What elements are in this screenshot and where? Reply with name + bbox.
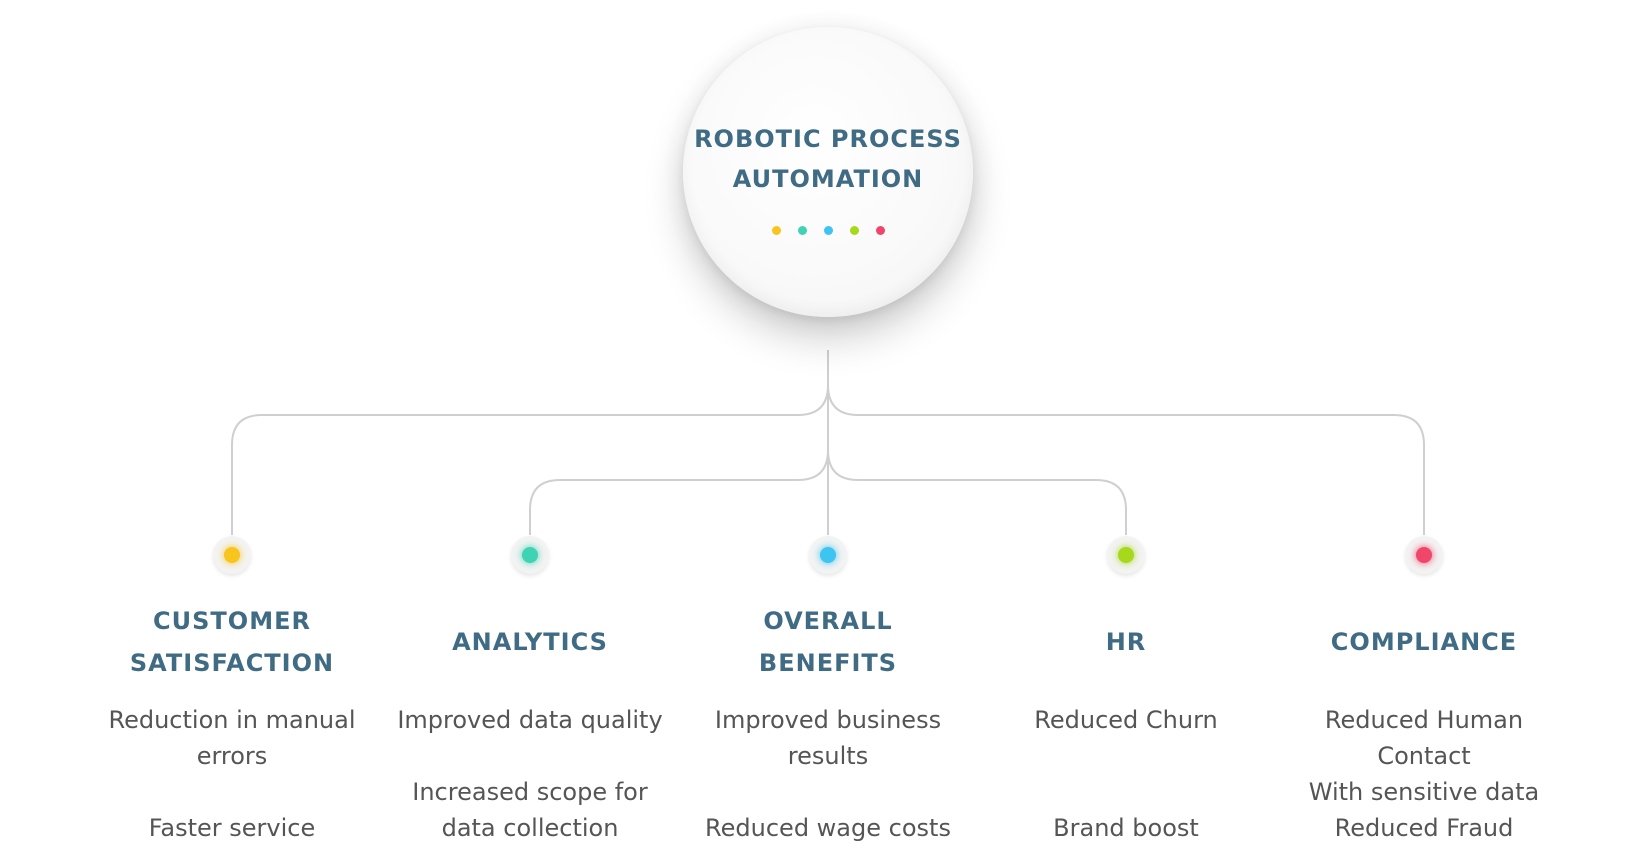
category-title-line: COMPLIANCE bbox=[1330, 628, 1518, 656]
benefit-text: Reduction in manual bbox=[108, 706, 356, 734]
benefit-item: Brand boost bbox=[981, 810, 1271, 846]
hub-dot bbox=[823, 226, 833, 235]
benefit-text: data collection bbox=[441, 814, 619, 842]
hub-dot bbox=[771, 226, 781, 235]
hub-dot bbox=[849, 226, 859, 235]
benefit-item: Improved data quality bbox=[385, 702, 675, 738]
category-title-line: HR bbox=[1105, 628, 1147, 656]
benefit-text: With sensitive data bbox=[1308, 778, 1540, 806]
benefit-text: Reduced Churn bbox=[1034, 706, 1218, 734]
node-dot bbox=[1118, 547, 1134, 563]
category-title-line: BENEFITS bbox=[758, 649, 898, 677]
category-heading: ANALYTICS bbox=[385, 600, 675, 684]
category-heading: HR bbox=[981, 600, 1271, 684]
benefit-text: Reduced Fraud bbox=[1334, 814, 1514, 842]
category-heading: CUSTOMER SATISFACTION bbox=[87, 600, 377, 684]
node-dot bbox=[522, 547, 538, 563]
branch-line bbox=[827, 384, 1425, 535]
benefit-item: Reduced wage costs bbox=[683, 810, 973, 846]
benefit-item: Improved business results bbox=[683, 702, 973, 774]
hub-dot bbox=[875, 226, 885, 235]
category-heading: OVERALL BENEFITS bbox=[683, 600, 973, 684]
category-title-line: OVERALL bbox=[763, 607, 893, 635]
benefit-text: Reduced Human Contact bbox=[1324, 706, 1524, 770]
benefit-text: Improved data quality bbox=[397, 706, 663, 734]
benefit-text: errors bbox=[196, 742, 268, 770]
category-node bbox=[809, 536, 847, 574]
category-node bbox=[1405, 536, 1443, 574]
benefit-item: Faster service bbox=[87, 810, 377, 846]
category-node bbox=[511, 536, 549, 574]
hub-title: ROBOTIC PROCESS AUTOMATION bbox=[683, 119, 973, 199]
benefit-text: results bbox=[787, 742, 869, 770]
benefit-item: Reduced Fraud bbox=[1279, 810, 1569, 846]
category-title-line: CUSTOMER bbox=[153, 607, 311, 635]
category-node bbox=[213, 536, 251, 574]
category-heading: COMPLIANCE bbox=[1279, 600, 1569, 684]
hub-title-line: AUTOMATION bbox=[732, 165, 924, 193]
benefit-item: Increased scope for data collection bbox=[385, 774, 675, 846]
benefit-text: Reduced wage costs bbox=[705, 814, 951, 842]
branch-line bbox=[231, 384, 829, 535]
hub-dot-row bbox=[683, 226, 973, 235]
benefit-item: Reduced Churn bbox=[981, 702, 1271, 738]
branch-line bbox=[827, 449, 1127, 535]
category-title-line: ANALYTICS bbox=[452, 628, 608, 656]
hub-circle: ROBOTIC PROCESS AUTOMATION bbox=[683, 27, 973, 317]
category-title-line: SATISFACTION bbox=[129, 649, 335, 677]
node-dot bbox=[1416, 547, 1432, 563]
branch-line bbox=[529, 449, 829, 535]
category-node bbox=[1107, 536, 1145, 574]
node-dot bbox=[224, 547, 240, 563]
benefit-text: Improved business bbox=[714, 706, 942, 734]
hub-dot bbox=[797, 226, 807, 235]
benefit-text: Brand boost bbox=[1053, 814, 1199, 842]
benefit-text: Increased scope for bbox=[412, 778, 648, 806]
hub-title-line: ROBOTIC PROCESS bbox=[694, 125, 962, 153]
benefit-text: Faster service bbox=[148, 814, 316, 842]
benefit-item: Reduction in manual errors bbox=[87, 702, 377, 774]
node-dot bbox=[820, 547, 836, 563]
